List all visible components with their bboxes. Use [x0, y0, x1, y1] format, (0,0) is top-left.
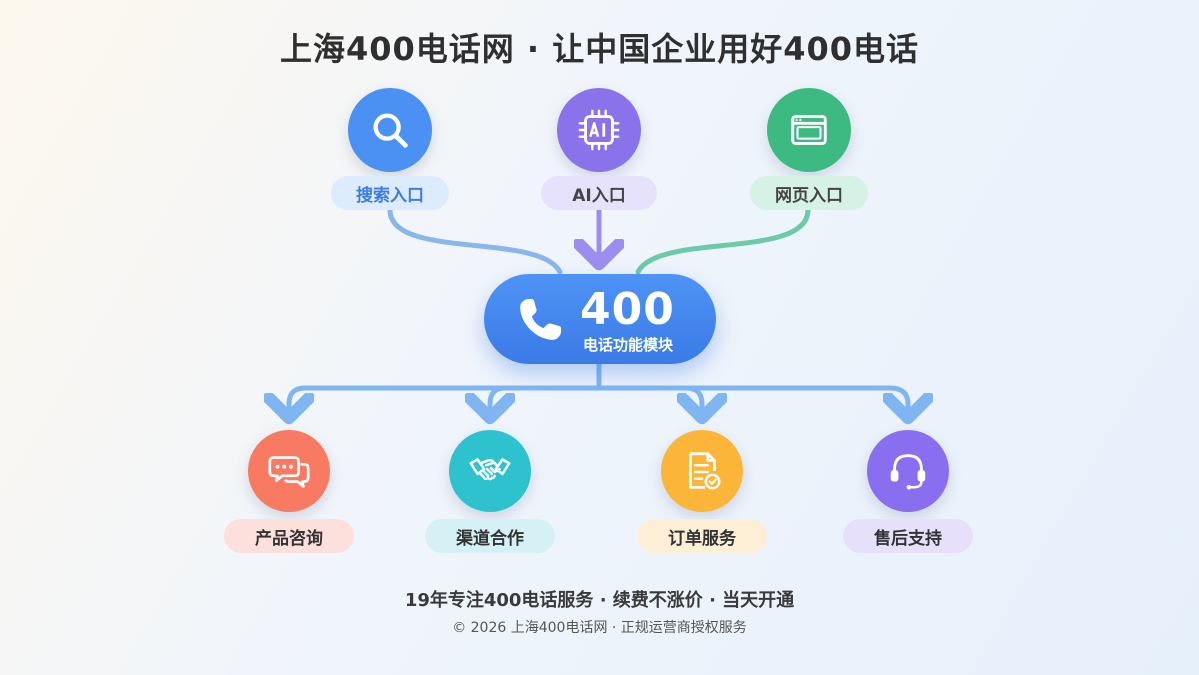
after-sales-label: 售后支持 — [843, 519, 973, 553]
order-document-icon — [689, 452, 721, 490]
web-entry-label: 网页入口 — [750, 176, 868, 210]
search-entry-label: 搜索入口 — [331, 176, 449, 210]
web-entry-node — [767, 88, 851, 172]
order-service-label: 订单服务 — [637, 519, 767, 553]
search-icon — [373, 113, 408, 148]
chat-bubbles-icon — [268, 456, 310, 488]
connector-to-aftersales — [890, 385, 908, 418]
channel-cooperation-node — [449, 430, 531, 512]
channel-cooperation-label: 渠道合作 — [425, 519, 555, 553]
ai-entry-label: AI入口 — [541, 176, 657, 210]
ai-chip-icon — [578, 109, 620, 151]
connector-to-channel — [490, 385, 505, 418]
order-service-node — [661, 430, 743, 512]
footer-tagline: 19年专注400电话服务 · 续费不涨价 · 当天开通 — [404, 590, 795, 611]
hub-400-module: 400 电话功能模块 — [484, 274, 716, 364]
page-title: 上海400电话网 · 让中国企业用好400电话 — [279, 30, 920, 68]
connector-to-order — [686, 385, 702, 418]
connector-to-product — [289, 385, 305, 418]
ai-entry-node — [557, 88, 641, 172]
phone-icon — [520, 299, 561, 340]
connector-web-to-hub — [635, 207, 811, 275]
search-entry-node — [348, 88, 432, 172]
product-inquiry-label: 产品咨询 — [224, 519, 354, 553]
footer-copyright: © 2026 上海400电话网 · 正规运营商授权服务 — [452, 620, 747, 636]
hub-number: 400 — [580, 284, 675, 335]
connector-search-to-hub — [387, 207, 563, 275]
hub-label: 电话功能模块 — [583, 336, 674, 354]
headset-icon — [890, 454, 926, 490]
handshake-icon — [469, 458, 511, 481]
product-inquiry-node — [248, 430, 330, 512]
browser-window-icon — [791, 115, 827, 145]
after-sales-node — [867, 430, 949, 512]
